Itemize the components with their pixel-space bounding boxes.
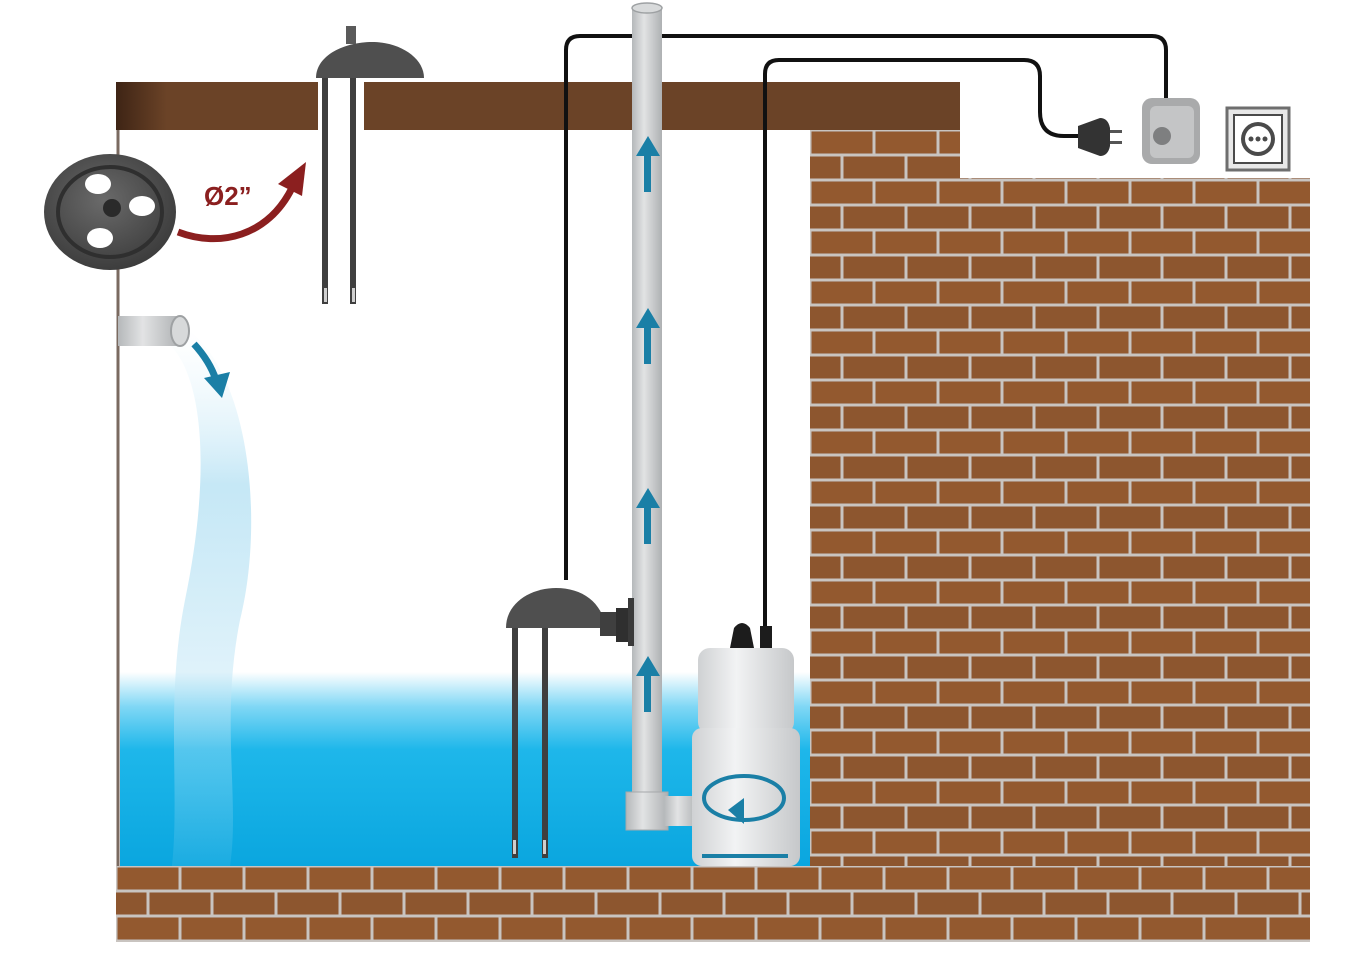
- inflow-direction-arrow: [191, 341, 230, 398]
- pump-cable: [763, 58, 1080, 626]
- inflow-water-stream: [170, 322, 252, 866]
- pump-controller-box: [1142, 98, 1200, 164]
- flow-arrow-icon: [636, 488, 660, 544]
- lower-level-sensor: [506, 588, 634, 858]
- flow-arrow-icon: [636, 136, 660, 192]
- ceiling-beam: [116, 82, 960, 130]
- flow-arrow-icon: [636, 308, 660, 364]
- power-socket-icon: [1225, 106, 1291, 172]
- sensor-cable: [564, 34, 1168, 580]
- diameter-arrow: [176, 162, 306, 243]
- inflow-pipe: [118, 315, 190, 347]
- mounting-flange-disc: [44, 154, 176, 270]
- flow-arrow-icon: [636, 656, 660, 712]
- power-plug-icon: [1078, 118, 1122, 156]
- diameter-label: Ø2”: [204, 181, 252, 211]
- circular-arrow-icon: [702, 774, 786, 824]
- brick-floor: [116, 866, 1310, 942]
- upper-level-sensor: [316, 26, 424, 304]
- brick-wall: [810, 130, 1310, 866]
- submersible-pump: [692, 623, 800, 866]
